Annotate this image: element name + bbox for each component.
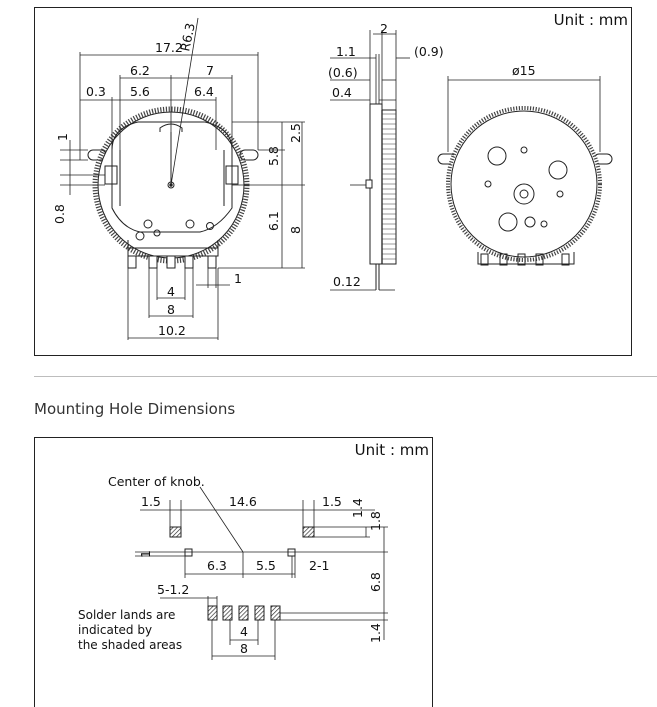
section-divider [34, 376, 657, 377]
unit-label: Unit : mm [354, 441, 429, 459]
dim-upper: 2.5 [288, 123, 303, 143]
dim-gap: (0.9) [414, 44, 444, 59]
unit-label: Unit : mm [553, 11, 628, 29]
dim-diameter: ø15 [512, 63, 536, 78]
dim-land-height: 1.4 [368, 623, 383, 643]
side-view [365, 103, 397, 290]
dim-pad-total: 1.8 [368, 511, 383, 531]
dim-left: 6.2 [130, 63, 150, 78]
dim-vertical: 6.8 [368, 572, 383, 592]
dim-pins-8: 8 [167, 302, 175, 317]
dim-height: 8 [288, 226, 303, 234]
dim-hole-size: 2-1 [309, 558, 329, 573]
dim-center: 5.8 [266, 146, 281, 166]
dim-land-4: 4 [240, 624, 248, 639]
dim-tab: 1 [55, 133, 70, 141]
dim-right: 7 [206, 63, 214, 78]
dim-edge: 0.3 [86, 84, 106, 99]
mounting-hole-panel: Unit : mm [34, 437, 433, 707]
dim-hole: 1 [138, 550, 153, 558]
dim-left-hole: 6.3 [207, 558, 227, 573]
dim-right-pad: 1.5 [322, 494, 342, 509]
dim-inner-left: 5.6 [130, 84, 150, 99]
mounting-pads [169, 526, 315, 621]
dim-pad-span: 14.6 [229, 494, 257, 509]
dim-land-8: 8 [240, 641, 248, 656]
dim-plate: (0.6) [328, 65, 358, 80]
mounting-dimension-lines [135, 486, 388, 660]
rear-view [437, 106, 613, 266]
rear-view-dimension-lines [447, 76, 601, 152]
dim-left-pad: 1.5 [141, 494, 161, 509]
dim-land-size: 5-1.2 [157, 582, 189, 597]
solder-note-line-3: the shaded areas [78, 638, 182, 652]
dim-shaft: 1.1 [336, 44, 356, 59]
dim-width: 17.2 [155, 40, 183, 55]
dim-radius: R6.3 [177, 22, 198, 53]
dim-inner-right: 6.4 [194, 84, 214, 99]
side-view-dimension-lines [330, 30, 410, 291]
dim-pin-pitch: 1 [234, 271, 242, 286]
dim-right-hole: 5.5 [256, 558, 276, 573]
section-heading: Mounting Hole Dimensions [34, 400, 236, 418]
dim-lower: 6.1 [266, 211, 281, 231]
front-view-dimension-lines [60, 17, 305, 340]
dim-thin: 0.4 [332, 85, 352, 100]
solder-note-line-2: indicated by [78, 623, 152, 637]
dim-base: 10.2 [158, 323, 186, 338]
dim-offset: 0.8 [52, 204, 67, 224]
solder-note-line-1: Solder lands are [78, 608, 175, 622]
dim-terminal: 0.12 [333, 274, 361, 289]
dim-pins-4: 4 [167, 284, 175, 299]
dim-total: 2 [380, 21, 388, 36]
center-label: Center of knob. [108, 474, 205, 489]
dim-pad-height: 1.4 [350, 498, 365, 518]
